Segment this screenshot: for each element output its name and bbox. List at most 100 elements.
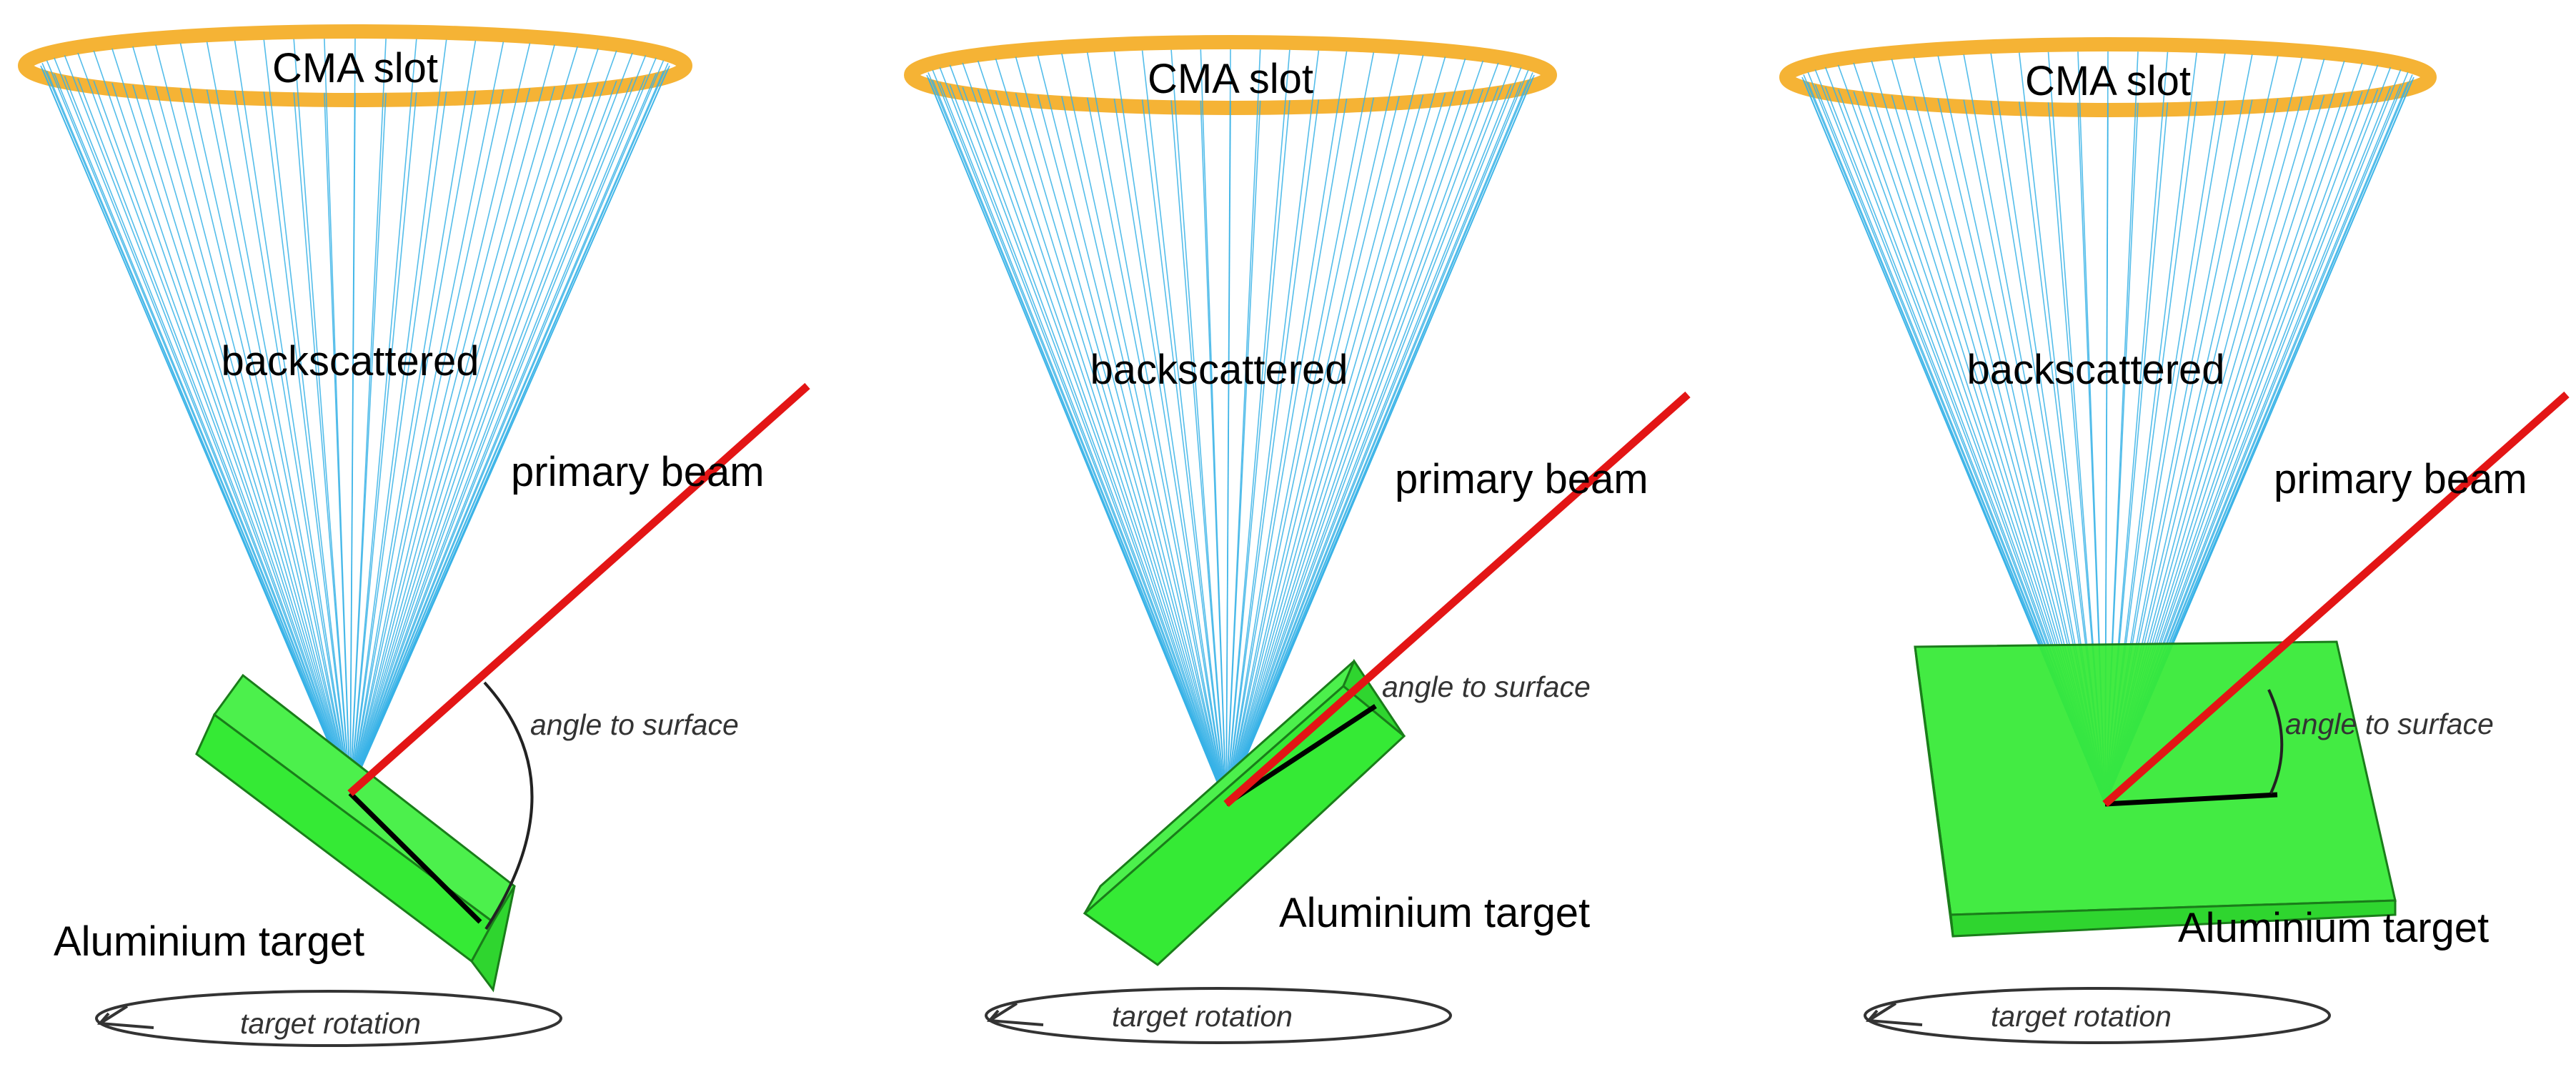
backscattered-ray	[179, 88, 351, 794]
backscattered-ray	[93, 50, 351, 794]
backscattered-ray	[349, 48, 599, 794]
cma-slot-label: CMA slot	[272, 45, 438, 91]
backscattered-ray	[132, 46, 351, 794]
backscattered-ray	[349, 41, 504, 794]
backscattered-ray	[1225, 58, 1466, 805]
primary-beam-label: primary beam	[2274, 456, 2527, 502]
backscattered-ray	[1225, 60, 1484, 805]
backscattered-ray	[349, 90, 477, 794]
primary-beam	[347, 382, 810, 797]
backscattered-ray	[932, 69, 1227, 805]
backscattered-ray	[349, 50, 617, 794]
backscattered-ray	[206, 89, 351, 794]
backscattered-ray	[1113, 99, 1227, 805]
backscattered-ray	[263, 91, 351, 794]
backscattered-ray	[977, 60, 1227, 805]
backscattered-ray	[1225, 51, 1348, 805]
backscattered-ray	[1225, 72, 1533, 805]
backscattered-ray	[1141, 99, 1227, 805]
backscattered-ray	[349, 57, 657, 794]
target-side-face	[1342, 658, 1406, 738]
backscattered-ray	[1225, 67, 1522, 805]
backscattered-ray	[1225, 49, 1291, 805]
backscattered-ray	[1037, 55, 1227, 805]
backscattered-ray	[293, 92, 351, 794]
angle-to-surface-label: angle to surface	[2285, 708, 2494, 740]
backscattered-ray	[111, 82, 351, 794]
target-side-face	[1914, 646, 1954, 937]
angle-to-surface-label: angle to surface	[1382, 670, 1591, 703]
backscattered-ray	[155, 86, 351, 794]
backscattered-ray	[111, 48, 351, 794]
panel-2: CMA slot backscattered primary beam angl…	[904, 35, 1691, 1044]
backscattered-ray	[928, 72, 1227, 805]
backscattered-ray	[1225, 62, 1499, 805]
backscattered-ray	[64, 55, 351, 794]
backscattered-ray	[1225, 86, 1499, 805]
backscattered-cone	[926, 49, 1535, 805]
rotation-ellipse	[1864, 987, 2331, 1044]
backscattered-ray	[349, 44, 555, 794]
target-rotation-label: target rotation	[1991, 1000, 2172, 1033]
backscattered-ray	[1225, 96, 1400, 805]
backscattered-ray	[1225, 52, 1375, 805]
cma-slot-label: CMA slot	[2025, 58, 2191, 104]
backscattered-label: backscattered	[1090, 347, 1348, 393]
backscattered-ray	[349, 84, 578, 794]
backscattered-ray	[1200, 49, 1227, 805]
backscattered-ray	[349, 46, 578, 794]
backscattered-ray	[1225, 53, 1400, 805]
backscattered-ray	[46, 60, 351, 794]
backscattered-ray	[1225, 93, 1446, 805]
primary-beam-label: primary beam	[511, 449, 765, 495]
angle-arc	[2267, 689, 2284, 794]
backscattered-ray	[1061, 96, 1227, 805]
backscattered-ray	[77, 78, 351, 794]
backscattered-ray	[349, 62, 669, 794]
backscattered-ray	[1225, 97, 1375, 805]
backscattered-ray	[179, 43, 351, 794]
backscattered-cone	[40, 38, 670, 794]
backscattered-ray	[324, 39, 351, 794]
backscattered-ray	[949, 64, 1227, 805]
backscattered-ray	[349, 89, 504, 794]
backscattered-ray	[349, 91, 447, 794]
backscattered-ray	[349, 88, 531, 794]
backscattered-ray	[1113, 51, 1227, 805]
backscattered-ray	[1015, 93, 1227, 805]
backscattered-ray	[349, 39, 387, 794]
backscattered-ray	[1170, 100, 1227, 805]
rotation-ellipse	[95, 990, 562, 1047]
rotation-ellipse	[985, 987, 1452, 1044]
backscattered-ray	[349, 82, 599, 794]
primary-beam-label: primary beam	[1395, 456, 1648, 502]
backscattered-ray	[1225, 91, 1466, 805]
backscattered-ray	[977, 89, 1227, 805]
backscattered-ray	[1086, 52, 1227, 805]
backscattered-ray	[939, 67, 1227, 805]
backscattered-ray	[1086, 97, 1227, 805]
backscattered-ray	[234, 90, 351, 794]
target-rotation-label: target rotation	[1112, 1000, 1293, 1033]
backscattered-ray	[349, 38, 356, 794]
backscattered-ray	[995, 91, 1227, 805]
backscattered-ray	[962, 86, 1227, 805]
backscattered-ray	[1225, 69, 1529, 805]
backscattered-ray	[349, 39, 447, 794]
backscattered-label: backscattered	[221, 338, 479, 384]
backscattered-ray	[349, 60, 665, 794]
backscattered-ray	[1061, 53, 1227, 805]
backscattered-ray	[132, 84, 351, 794]
aluminium-target-label: Aluminium target	[54, 918, 364, 965]
backscattered-ray	[1225, 50, 1320, 805]
backscattered-ray	[1225, 64, 1512, 805]
backscattered-ray	[1015, 56, 1227, 805]
surface-line	[1225, 704, 1377, 806]
backscattered-ray	[995, 58, 1227, 805]
backscattered-ray	[1225, 49, 1231, 805]
angle-to-surface-label: angle to surface	[530, 708, 739, 741]
backscattered-ray	[234, 40, 351, 794]
backscattered-ray	[293, 39, 351, 794]
backscattered-ray	[349, 80, 617, 794]
backscattered-ray	[349, 43, 531, 794]
